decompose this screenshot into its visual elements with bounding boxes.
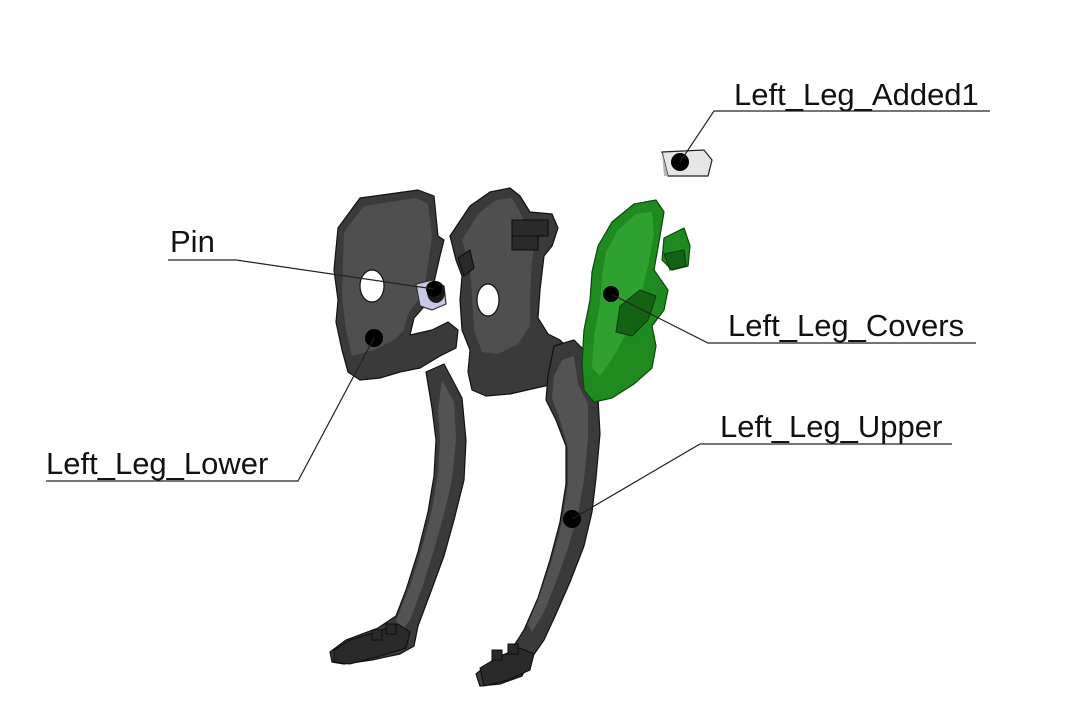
- leader-line-lower: [46, 337, 375, 482]
- left-leg-covers-part: [581, 199, 691, 403]
- callout-label-pin: Pin: [170, 224, 215, 259]
- middle-leg-part: [449, 187, 573, 397]
- leader-line-added1: [679, 110, 990, 163]
- left-leg-lower-part: [329, 189, 467, 665]
- callout-label-upper: Left_Leg_Upper: [720, 409, 942, 444]
- callout-label-lower: Left_Leg_Lower: [46, 446, 268, 481]
- leader-line-covers: [610, 293, 976, 344]
- callout-label-added1: Left_Leg_Added1: [734, 77, 979, 112]
- leader-line-pin: [168, 259, 435, 290]
- leader-line-upper: [571, 443, 952, 520]
- left-leg-upper-part: [475, 339, 601, 687]
- callout-label-covers: Left_Leg_Covers: [728, 308, 964, 343]
